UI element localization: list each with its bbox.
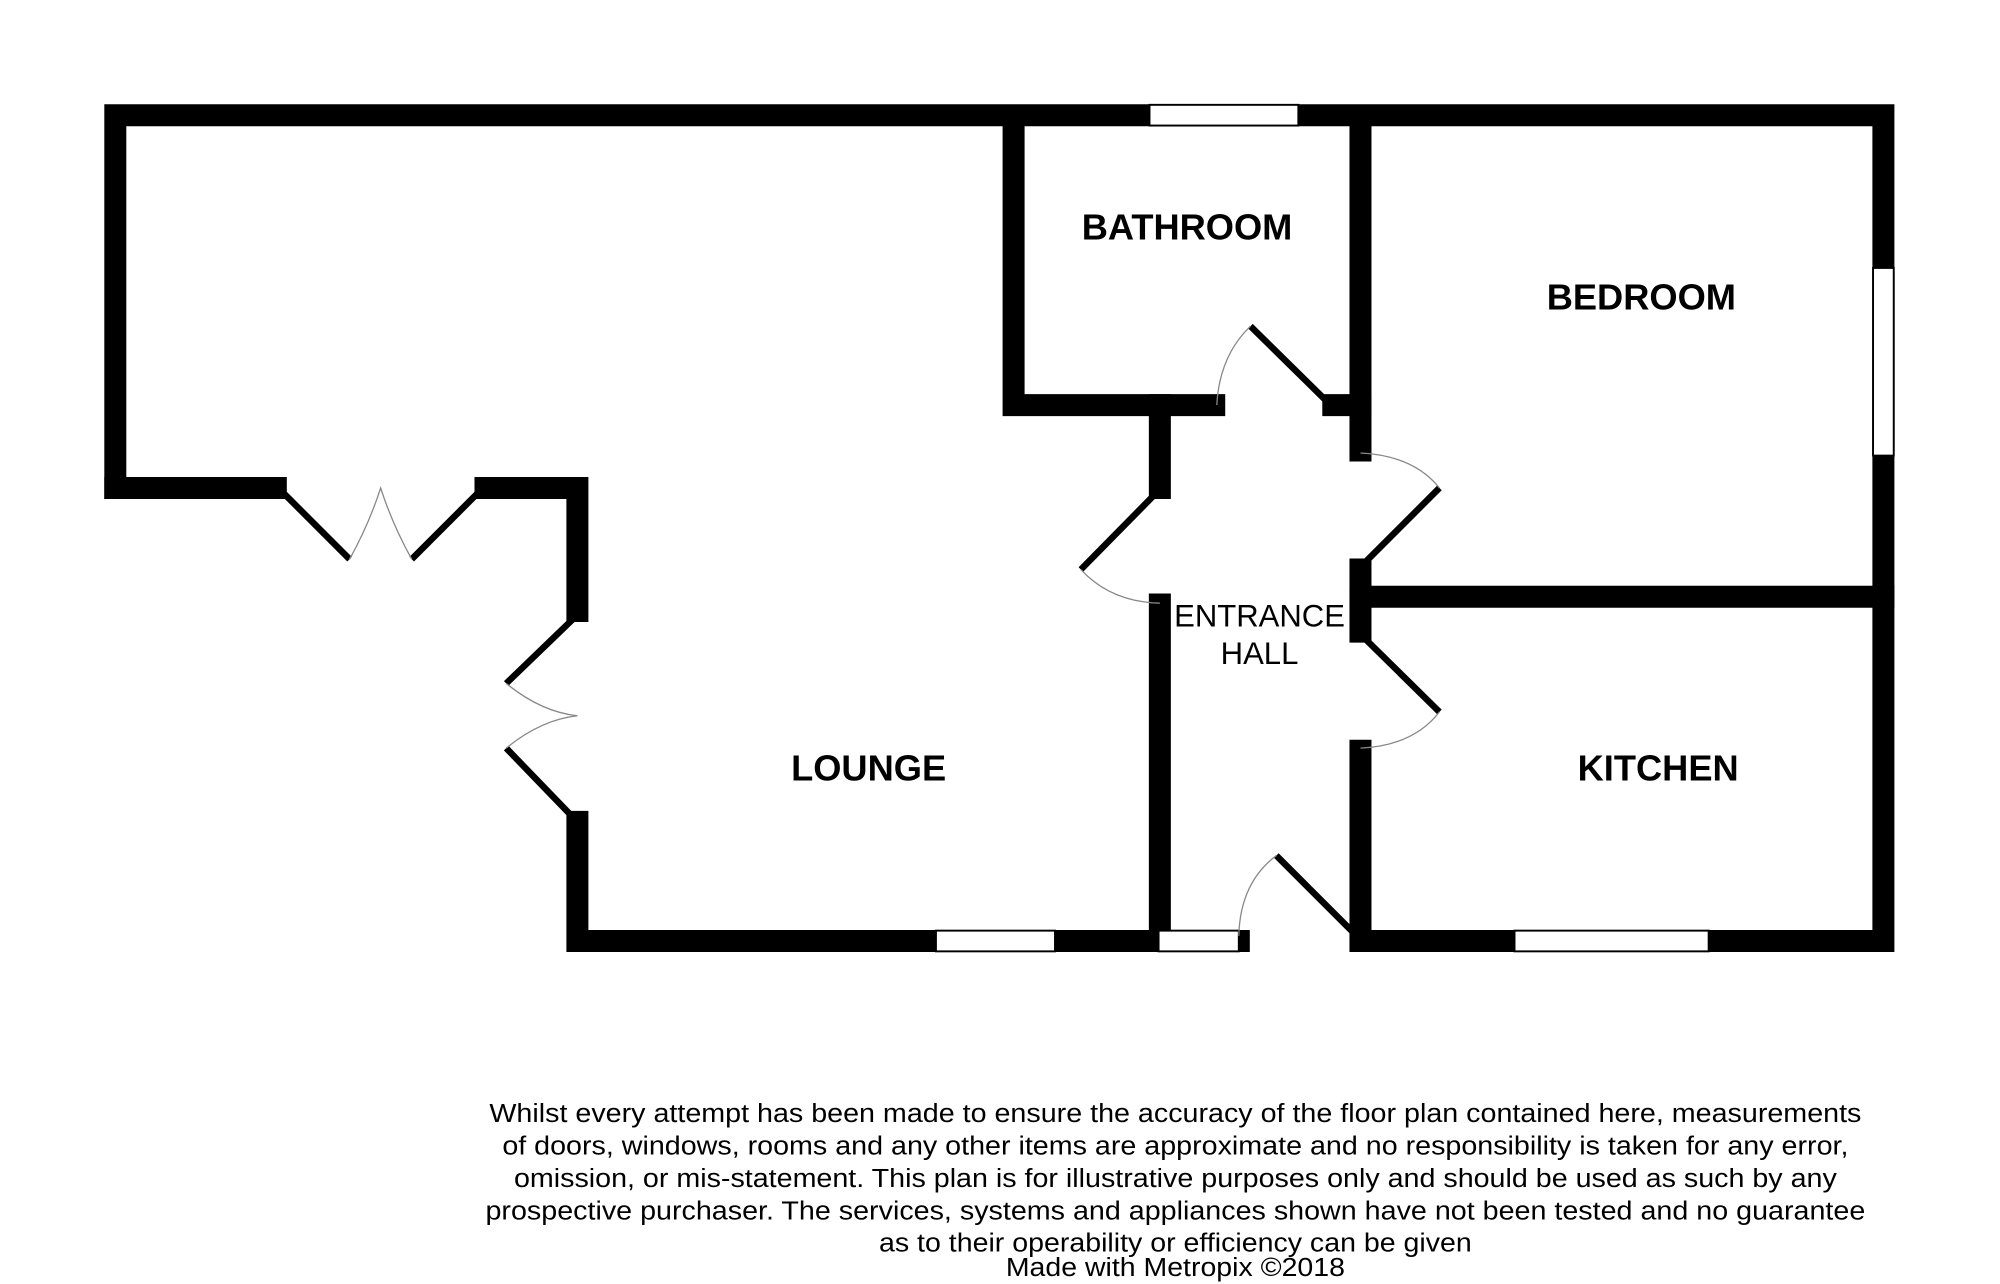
room-labels: BATHROOM BEDROOM ENTRANCE HALL LOUNGE KI… — [791, 206, 1739, 788]
doors — [276, 323, 1442, 939]
window — [1157, 929, 1240, 953]
disclaimer-line: as to their operability or efficiency ca… — [879, 1230, 1472, 1258]
lounge-door — [1078, 486, 1163, 572]
credit: Made with Metropix ©2018 — [1006, 1254, 1345, 1282]
front-door — [1274, 853, 1359, 939]
disclaimer-line: omission, or mis-statement. This plan is… — [514, 1165, 1837, 1193]
disclaimer-line: prospective purchaser. The services, sys… — [485, 1197, 1865, 1225]
disclaimer-line: Whilst every attempt has been made to en… — [489, 1100, 1861, 1128]
walls — [104, 104, 1895, 952]
label-lounge: LOUNGE — [791, 747, 946, 788]
bathroom-wall — [1002, 114, 1226, 417]
french-door — [503, 612, 580, 686]
bathroom-door — [1248, 323, 1333, 408]
outer-wall — [104, 104, 1895, 952]
label-hall: HALL — [1221, 636, 1299, 671]
wall — [474, 476, 589, 622]
label-bedroom: BEDROOM — [1547, 276, 1736, 317]
label-kitchen: KITCHEN — [1578, 747, 1739, 788]
label-bathroom: BATHROOM — [1082, 206, 1293, 247]
kitchen-door — [1358, 631, 1442, 715]
disclaimer-line: of doors, windows, rooms and any other i… — [502, 1133, 1848, 1161]
french-door — [409, 485, 486, 562]
window — [1148, 103, 1300, 127]
wall — [566, 810, 1250, 952]
window — [1513, 929, 1710, 953]
bedroom-door — [1358, 485, 1442, 570]
window — [1872, 266, 1895, 457]
windows — [934, 103, 1895, 953]
french-door — [276, 485, 352, 562]
disclaimer: Whilst every attempt has been made to en… — [485, 1100, 1865, 1282]
label-entrance: ENTRANCE — [1174, 598, 1345, 633]
french-door — [503, 745, 580, 825]
window — [934, 929, 1056, 953]
